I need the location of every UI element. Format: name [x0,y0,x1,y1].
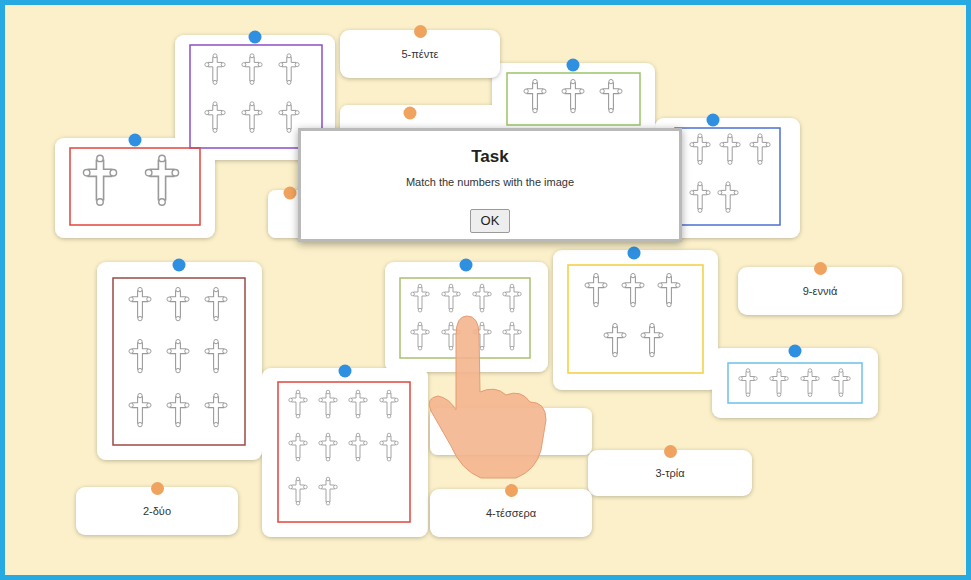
orange-dot [404,107,417,120]
cross-icon [319,433,337,461]
cross-icon [129,393,151,426]
cross-icon [205,54,225,85]
orange-dot [284,187,297,200]
orange-dot [664,445,677,458]
number-label: 3-τρία [588,450,752,496]
orange-dot [414,25,427,38]
image-frame [675,128,780,225]
cross-icon [129,339,151,372]
cross-icon [720,134,740,165]
cross-icon [690,182,710,213]
cross-icon [319,390,337,418]
cross-icon [442,284,460,312]
blue-dot [339,365,352,378]
cross-icon [770,369,788,397]
blue-dot [129,134,142,147]
blue-dot [460,259,473,272]
image-frame [728,363,862,403]
cross-icon [205,339,227,372]
cross-icon [205,102,225,133]
image-card [492,63,655,135]
cross-icon [380,390,398,418]
cross-icon [279,102,299,133]
cross-icon [145,155,178,205]
cross-icon [750,134,770,165]
cross-icon [739,369,757,397]
cross-icon [289,433,307,461]
cross-icon [349,390,367,418]
ok-button: OK [470,209,510,233]
board-ground [5,5,966,575]
image-card [262,368,428,537]
task-dialog: TaskMatch the numbers with the imageOK [298,128,682,242]
orange-dot [151,482,164,495]
number-word: 2-δύο [143,505,171,517]
cross-icon [585,273,607,306]
image-card [712,348,878,418]
image-frame [507,73,640,125]
image-card [97,262,262,460]
cross-icon [641,323,663,356]
number-label: 5-πέντε [340,30,500,78]
blue-dot [249,31,262,44]
cross-icon [562,79,584,112]
cross-icon [83,155,116,205]
cross-icon [349,433,367,461]
image-frame [278,382,410,522]
orange-dot [814,262,827,275]
cross-icon [718,182,738,213]
cross-icon [167,393,189,426]
dialog-message: Match the numbers with the image [313,176,667,188]
number-label: 9-εννιά [738,267,902,315]
cross-icon [503,322,521,350]
image-frame [70,148,200,225]
number-word: 5-πέντε [401,48,438,60]
cross-icon [600,79,622,112]
cross-icon [622,273,644,306]
cross-icon [242,102,262,133]
cross-icon [289,390,307,418]
cross-icon [411,284,429,312]
pointer-hand [429,316,546,478]
cross-icon [167,287,189,320]
cross-icon [319,477,337,505]
button-label: OK [477,213,503,228]
cross-icon [524,79,546,112]
cross-icon [129,287,151,320]
cross-icon [205,393,227,426]
image-card [55,138,215,238]
number-word: 4-τέσσερα [486,507,536,519]
cross-icon [473,284,491,312]
cross-icon [503,284,521,312]
image-frame [568,265,703,373]
blue-dot [789,345,802,358]
image-card [553,250,718,390]
cross-icon [604,323,626,356]
blue-dot [173,259,186,272]
cross-icon [167,339,189,372]
cross-icon [411,322,429,350]
dialog-heading: Task [313,147,667,167]
cross-icon [380,433,398,461]
orange-dot [505,484,518,497]
blue-dot [628,247,641,260]
number-word: 9-εννιά [803,285,838,297]
cross-icon [289,477,307,505]
blue-dot [707,114,720,127]
cross-icon [690,134,710,165]
cross-icon [832,369,850,397]
cross-group [83,54,850,505]
cross-icon [801,369,819,397]
cross-icon [242,54,262,85]
number-label: 2-δύο [76,487,238,535]
cross-icon [279,54,299,85]
cross-icon [205,287,227,320]
number-label: 4-τέσσερα [430,489,592,537]
image-frame [113,278,245,445]
cross-icon [658,273,680,306]
blue-dot [567,59,580,72]
number-word: 3-τρία [655,467,684,479]
